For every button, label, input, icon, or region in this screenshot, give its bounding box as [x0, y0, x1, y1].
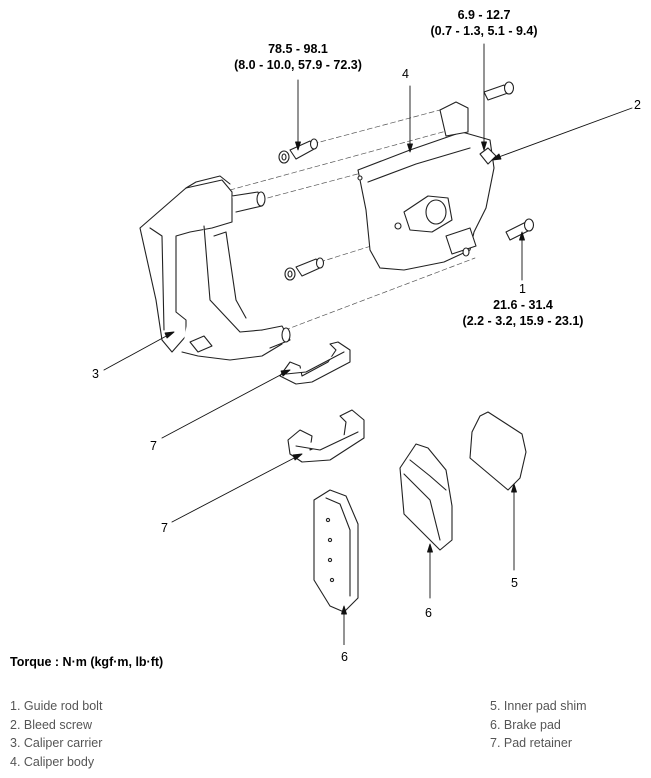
torque-guide-rod-bolt-nm: 21.6 - 31.4 [493, 298, 553, 312]
inner-pad-shim [469, 411, 527, 491]
legend-item-brake-pad: 6. Brake pad [490, 717, 561, 732]
bleed-screw [479, 81, 515, 165]
callout-5-inner-pad-shim: 5 [511, 576, 518, 590]
legend-item-guide-rod-bolt: 1. Guide rod bolt [10, 699, 103, 713]
torque-guide-rod-bolt-alt: (2.2 - 3.2, 15.9 - 23.1) [462, 314, 584, 328]
torque-bleed-screw-nm: 6.9 - 12.7 [457, 8, 511, 22]
torque-guide-rod-bolt: 21.6 - 31.4 (2.2 - 3.2, 15.9 - 23.1) [452, 297, 594, 329]
callout-6-brake-pad-right: 6 [425, 606, 432, 620]
callout-7-pad-retainer-lower: 7 [161, 521, 168, 535]
caliper-carrier [139, 175, 291, 361]
torque-carrier-bolt-alt: (8.0 - 10.0, 57.9 - 72.3) [234, 58, 362, 72]
torque-bleed-screw-alt: (0.7 - 1.3, 5.1 - 9.4) [430, 24, 538, 38]
brake-pad-left [313, 489, 359, 613]
torque-carrier-bolt: 78.5 - 98.1 (8.0 - 10.0, 57.9 - 72.3) [220, 41, 376, 73]
callout-3-caliper-carrier: 3 [92, 367, 99, 381]
legend-item-caliper-body: 4. Caliper body [10, 754, 95, 769]
legend-right: 5. Inner pad shim 6. Brake pad 7. Pad re… [490, 697, 587, 753]
pad-retainer-lower [287, 409, 365, 463]
brake-caliper-exploded-diagram [103, 43, 633, 645]
callout-4-caliper-body: 4 [402, 67, 409, 81]
caliper-body [357, 101, 495, 271]
brake-pad-right [399, 443, 453, 551]
leader-lines [103, 43, 633, 645]
legend-item-caliper-carrier: 3. Caliper carrier [10, 736, 103, 750]
torque-carrier-bolt-nm: 78.5 - 98.1 [268, 42, 328, 56]
guide-rod-bolt [505, 218, 535, 241]
callout-2-bleed-screw: 2 [634, 98, 641, 112]
callout-1-guide-rod-bolt: 1 [519, 282, 526, 296]
legend-item-inner-pad-shim: 5. Inner pad shim [490, 699, 587, 713]
legend-item-bleed-screw: 2. Bleed screw [10, 717, 92, 732]
legend-item-pad-retainer: 7. Pad retainer [490, 736, 572, 750]
torque-bleed-screw: 6.9 - 12.7 (0.7 - 1.3, 5.1 - 9.4) [412, 7, 556, 39]
legend-left: 1. Guide rod bolt 2. Bleed screw 3. Cali… [10, 697, 102, 771]
carrier-bolt-upper [278, 138, 319, 164]
callout-7-pad-retainer-upper: 7 [150, 439, 157, 453]
pad-retainer-upper [279, 341, 351, 385]
callout-6-brake-pad-left: 6 [341, 650, 348, 664]
torque-units-heading: Torque : N·m (kgf·m, lb·ft) [10, 655, 164, 669]
carrier-bolt-lower [284, 257, 325, 281]
